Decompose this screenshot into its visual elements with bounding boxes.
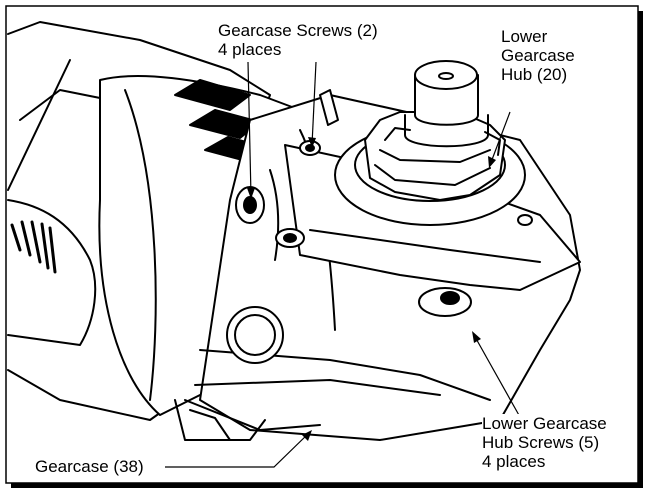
gearcase-screw [235,186,265,224]
spindle-lock [319,89,339,126]
hub-screw [275,228,305,248]
hub-screw [418,287,472,317]
lower-gearcase-hub-label-line2: Gearcase [501,46,575,65]
gearcase-screws-label: Gearcase Screws (2) 4 places [218,21,378,59]
gearcase-label: Gearcase (38) [35,457,144,476]
hub-screw [517,214,533,226]
gearcase-screws-label-line1: Gearcase Screws (2) [218,21,378,40]
vent-grille [10,220,57,274]
lower-gearcase-hub [364,111,506,201]
hub-screws-label-line3: 4 places [482,452,546,471]
lower-gearcase-hub-label-line3: Hub (20) [501,65,568,84]
gearcase-screws-label-line2: 4 places [218,40,282,59]
gearcase-screw [299,140,321,156]
hub-screws-label-line2: Hub Screws (5) [482,433,600,452]
lower-gearcase-hub-screws-label: Lower Gearcase Hub Screws (5) 4 places [482,414,607,471]
leader-arrows [247,137,496,441]
lower-gearcase-hub-label: Lower Gearcase Hub (20) [501,27,575,84]
hub-screws-label-line1: Lower Gearcase [482,414,607,433]
leader-lines [165,61,521,468]
gearcase-label-line1: Gearcase (38) [35,457,144,476]
lower-gearcase-hub-label-line1: Lower [501,27,548,46]
